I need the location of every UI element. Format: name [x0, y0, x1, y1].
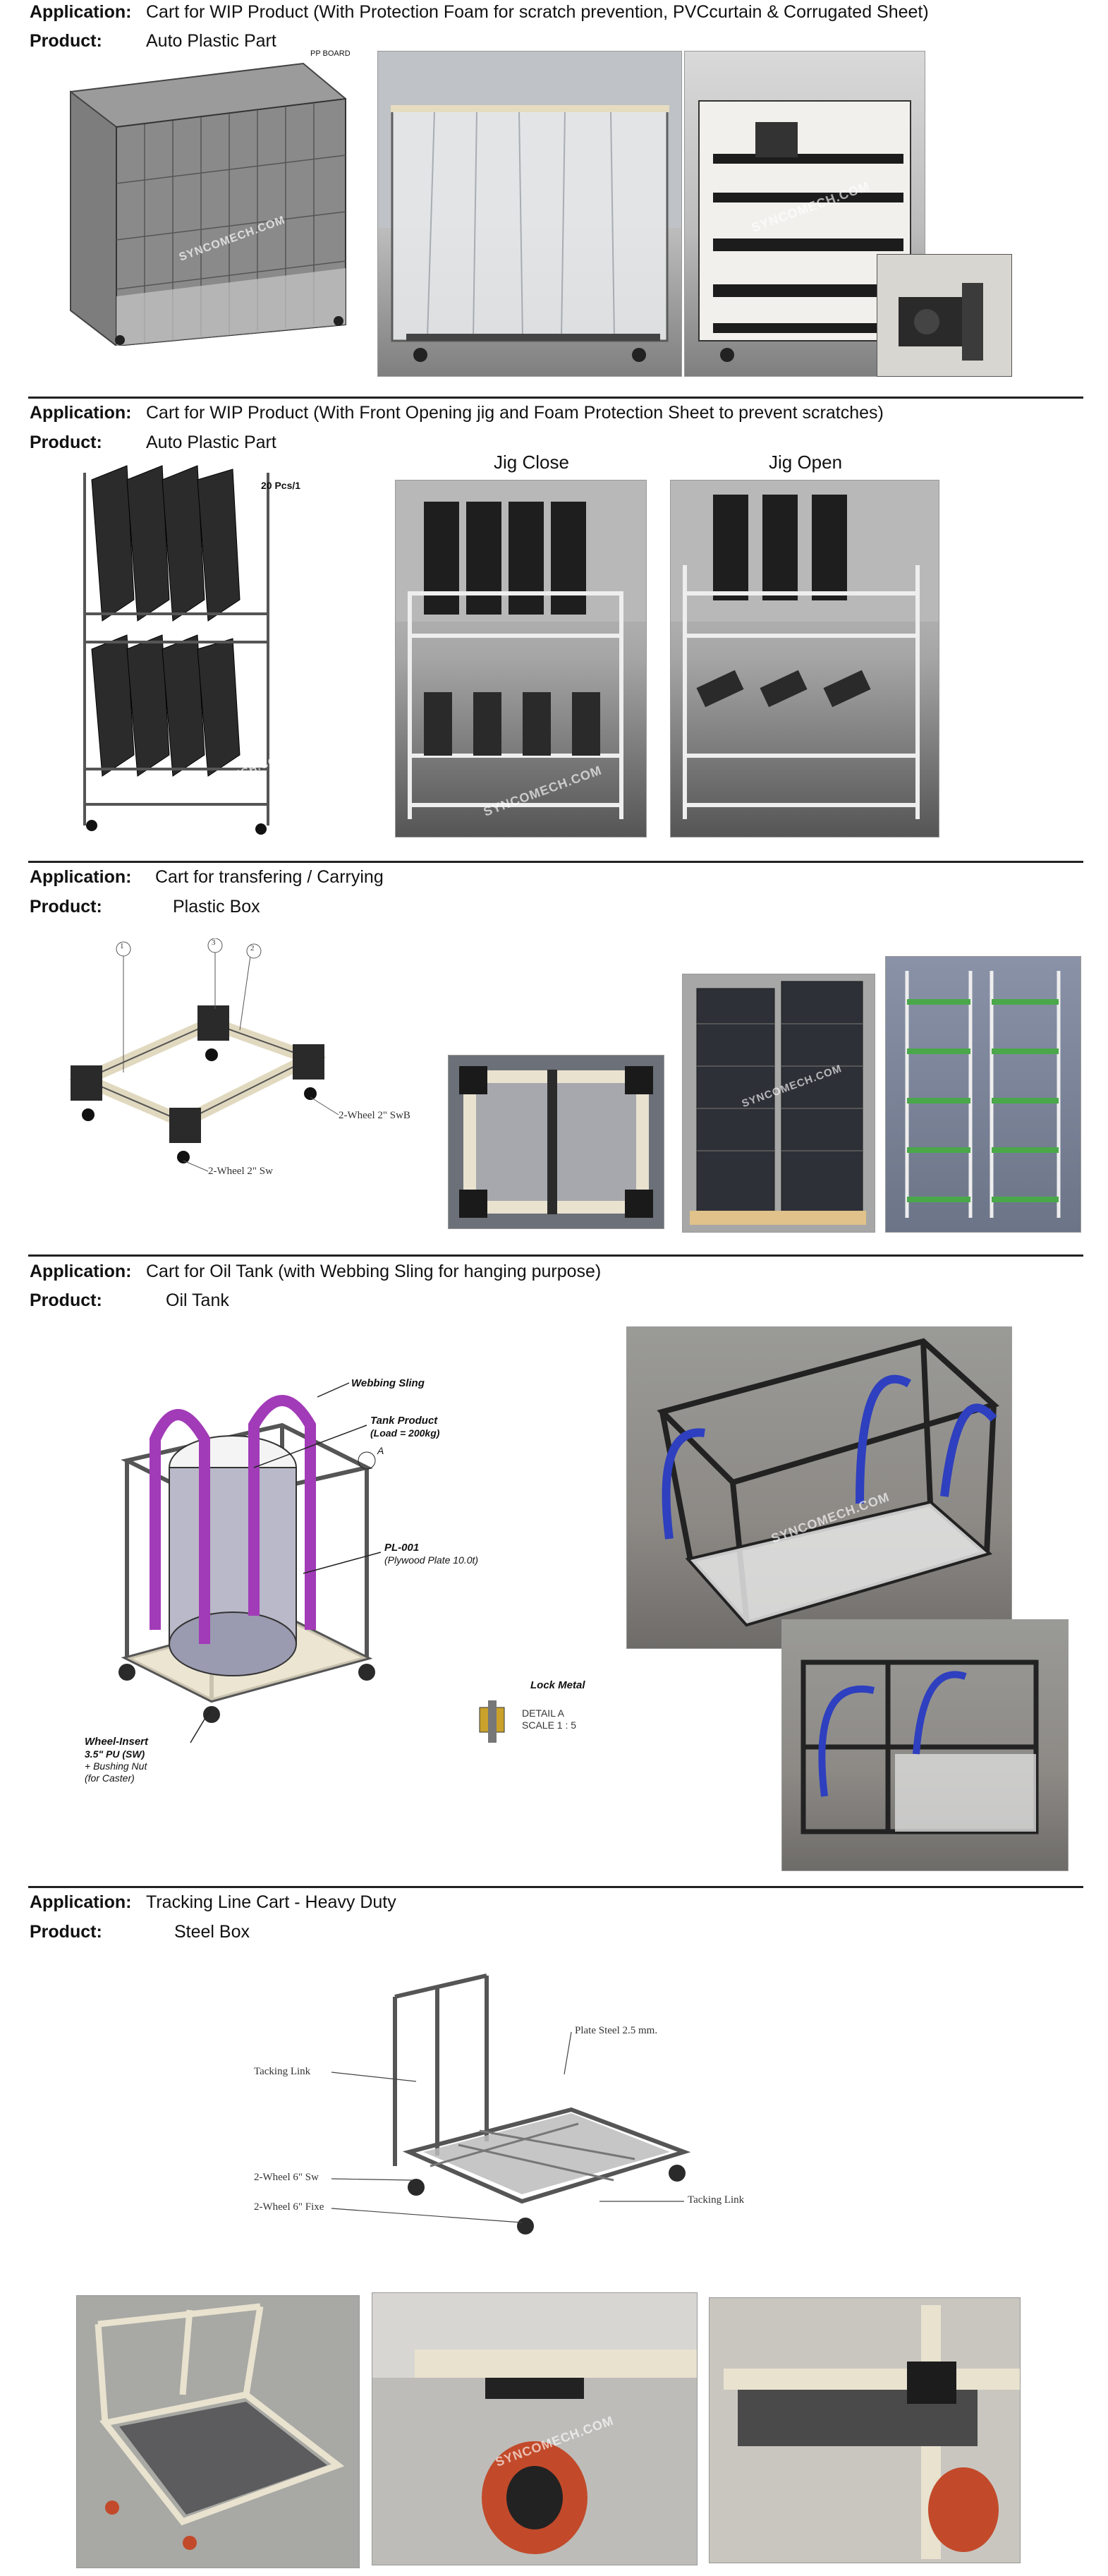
section3-application-text: Cart for transfering / Carrying — [155, 867, 384, 887]
section3-application-label: Application: — [30, 867, 132, 887]
section3-dolly-drawing: 1 3 2 2-Wheel 2" SwB 2-Wheel 2" Sw — [56, 938, 423, 1207]
section4-product-label: Product: — [30, 1290, 102, 1310]
section4-application-label: Application: — [30, 1262, 132, 1281]
section5-product-text: Steel Box — [174, 1922, 250, 1942]
bushing-nut-label: + Bushing Nut — [85, 1760, 147, 1772]
section1-application-label: Application: — [30, 2, 132, 22]
wheel-spec-label: 3.5" PU (SW) — [85, 1748, 145, 1760]
callout-1: 1 — [120, 942, 124, 950]
callout-2: 2 — [250, 944, 255, 953]
section-divider — [28, 1886, 1083, 1888]
section4-photo-cart-side — [781, 1619, 1069, 1871]
section1-photo-detail-inset — [877, 254, 1012, 377]
section-divider — [28, 861, 1083, 863]
wheel-sw-label: 2-Wheel 6" Sw — [254, 2172, 319, 2183]
tank-load-label: (Load = 200kg) — [370, 1427, 440, 1439]
lock-metal-detail: Lock Metal DETAIL A SCALE 1 : 5 — [465, 1679, 585, 1750]
section5-photo-cart-overview — [76, 2295, 360, 2568]
caption-jig-close: Jig Close — [494, 452, 569, 473]
section3-photo-stacked-boxes: SYNCOMECH.COM — [682, 974, 875, 1233]
section2-jig-cart-drawing: 20 Pcs/1 SYNCOMECH.COM — [63, 459, 331, 854]
section2-product-text: Auto Plastic Part — [146, 433, 276, 452]
lock-metal-label: Lock Metal — [530, 1679, 585, 1691]
callout-3: 3 — [212, 938, 216, 947]
tacking-link-right-label: Tacking Link — [688, 2194, 745, 2206]
pcs-label: 20 Pcs/1 — [261, 480, 301, 491]
section4-oil-tank-drawing: Webbing Sling Tank Product (Load = 200kg… — [71, 1362, 494, 1785]
tacking-link-left-label: Tacking Link — [254, 2066, 311, 2077]
for-caster-label: (for Caster) — [85, 1772, 135, 1784]
section3-photo-rack-green — [885, 956, 1081, 1233]
section5-product-label: Product: — [30, 1922, 102, 1942]
section1-application-text: Cart for WIP Product (With Protection Fo… — [146, 2, 929, 22]
plate-steel-label: Plate Steel 2.5 mm. — [575, 2025, 658, 2036]
pp-board-label: PP BOARD — [310, 49, 351, 58]
section5-photo-corner-closeup — [709, 2297, 1021, 2563]
wheel-sw-label: 2-Wheel 2" Sw — [208, 1166, 273, 1177]
scale-label: SCALE 1 : 5 — [522, 1719, 577, 1731]
wheel-swb-label: 2-Wheel 2" SwB — [339, 1110, 410, 1121]
section1-product-text: Auto Plastic Part — [146, 31, 276, 51]
tank-product-label: Tank Product — [370, 1415, 438, 1427]
section1-cart-drawing: PP BOARD SYNCOMECH.COM — [49, 49, 360, 348]
section-divider — [28, 1254, 1083, 1257]
detail-a-marker: A — [377, 1445, 384, 1456]
section5-heavy-cart-drawing: Plate Steel 2.5 mm. Tacking Link 2-Wheel… — [247, 1969, 811, 2265]
section3-product-label: Product: — [30, 897, 102, 917]
section4-photo-cart-top: SYNCOMECH.COM — [626, 1326, 1012, 1649]
wheel-insert-label: Wheel-Insert — [85, 1736, 149, 1748]
section3-photo-dolly-top — [448, 1055, 664, 1229]
wheel-fixed-label: 2-Wheel 6" Fixe — [254, 2201, 324, 2213]
section4-product-text: Oil Tank — [166, 1290, 229, 1310]
caption-jig-open: Jig Open — [769, 452, 843, 473]
section2-application-text: Cart for WIP Product (With Front Opening… — [146, 403, 884, 423]
detail-a-label: DETAIL A — [522, 1707, 564, 1719]
section3-product-text: Plastic Box — [173, 897, 260, 917]
section5-application-label: Application: — [30, 1892, 132, 1912]
section4-application-text: Cart for Oil Tank (with Webbing Sling fo… — [146, 1262, 602, 1281]
section1-product-label: Product: — [30, 31, 102, 51]
section1-photo-curtain-cart — [377, 51, 682, 377]
section2-photo-jig-close: SYNCOMECH.COM — [395, 480, 647, 837]
plywood-part-label: PL-001 — [384, 1542, 420, 1554]
section2-product-label: Product: — [30, 433, 102, 452]
plywood-spec-label: (Plywood Plate 10.0t) — [384, 1554, 479, 1566]
section5-photo-caster-closeup: SYNCOMECH.COM — [372, 2292, 698, 2565]
section1-photo-open-cart: SYNCOMECH.COM — [684, 51, 925, 377]
section2-photo-jig-open — [670, 480, 939, 837]
webbing-sling-label: Webbing Sling — [351, 1377, 425, 1389]
section2-application-label: Application: — [30, 403, 132, 423]
section-divider — [28, 397, 1083, 399]
section5-application-text: Tracking Line Cart - Heavy Duty — [146, 1892, 396, 1912]
